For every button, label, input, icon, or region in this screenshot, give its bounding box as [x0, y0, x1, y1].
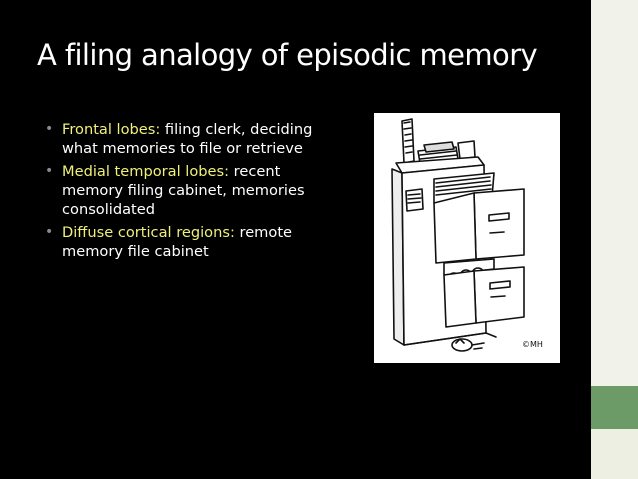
accent-green-block — [591, 386, 638, 429]
bullet-item: • Frontal lobes: filing clerk, deciding w… — [45, 120, 345, 158]
decorative-side-band — [591, 0, 638, 479]
accent-light-block — [591, 429, 638, 479]
bullet-text: recent memory filing cabinet, memories c… — [62, 163, 305, 218]
bullet-term: Frontal lobes: — [62, 121, 161, 138]
bullet-dot: • — [45, 224, 54, 240]
bullet-item: • Diffuse cortical regions: remote memory… — [45, 223, 345, 261]
bullet-term: Medial temporal lobes: — [62, 163, 230, 180]
bullet-dot: • — [45, 121, 54, 137]
bullet-text: filing clerk, deciding what memories to … — [62, 121, 313, 157]
signature-text: ©MH — [522, 340, 543, 349]
bullet-item: • Medial temporal lobes: recent memory fi… — [45, 162, 345, 219]
bullet-dot: • — [45, 163, 54, 179]
bullet-text: remote memory file cabinet — [62, 224, 293, 260]
slide-title: A filing analogy of episodic memory — [37, 38, 538, 72]
bullet-list: • Frontal lobes: filing clerk, deciding w… — [45, 120, 345, 265]
bullet-term: Diffuse cortical regions: — [62, 224, 235, 241]
filing-cabinet-illustration: ©MH — [374, 113, 560, 363]
filing-cabinet-icon: ©MH — [391, 118, 543, 352]
